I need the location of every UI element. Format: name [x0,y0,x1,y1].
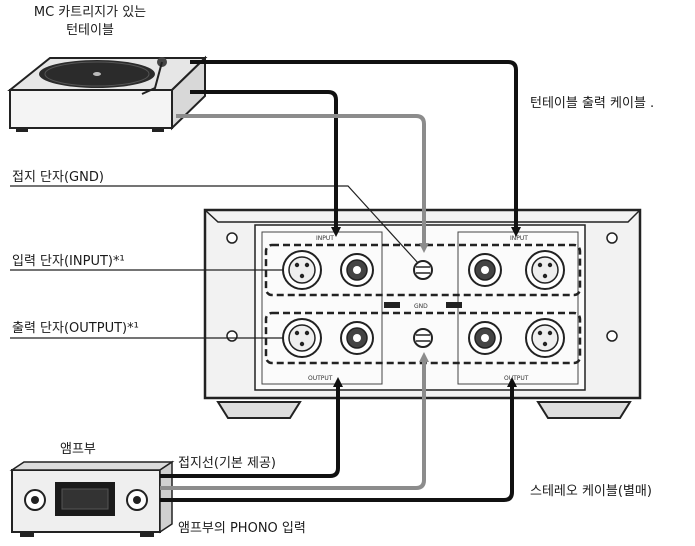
input-terminal-label: 입력 단자(INPUT)*¹ [12,254,125,269]
turntable-cable-label: 턴테이블 출력 케이블 . [530,96,655,111]
stereo-cable-label: 스테레오 케이블(별매) [530,484,652,499]
amp-ground-wire [160,352,429,490]
rca-output-right [468,321,502,355]
rca-input-left [340,253,374,287]
xlr-output-left [282,318,322,358]
gnd-screw-lower [413,328,433,348]
xlr-input-left [282,250,322,290]
stereo-cable [160,377,517,502]
ground-wire-label: 접지선(기본 제공) [178,456,276,471]
xlr-input-right [525,250,565,290]
panel-label-input-left: INPUT [316,235,334,242]
amplifier-icon [9,460,175,537]
panel-label-gnd: GND [414,303,428,310]
panel-label-output-left: OUTPUT [308,375,333,382]
xlr-output-right [525,318,565,358]
rca-output-left [340,321,374,355]
turntable-icon [7,55,208,132]
amp-label: 앰프부 [60,442,96,457]
rca-input-right [468,253,502,287]
phono-input-label: 앰프부의 PHONO 입력 [178,521,306,536]
panel-label-input-right: INPUT [510,235,528,242]
turntable-label: MC 카트리지가 있는 턴테이블 [33,5,147,38]
output-terminal-label: 출력 단자(OUTPUT)*¹ [12,321,139,336]
pointer-lines [10,185,419,339]
panel-label-output-right: OUTPUT [504,375,529,382]
gnd-terminal-label: 접지 단자(GND) [12,170,104,185]
turntable-ground-wire [176,114,429,253]
gnd-screw-upper [413,260,433,280]
turntable-output-cable-black [190,60,521,237]
